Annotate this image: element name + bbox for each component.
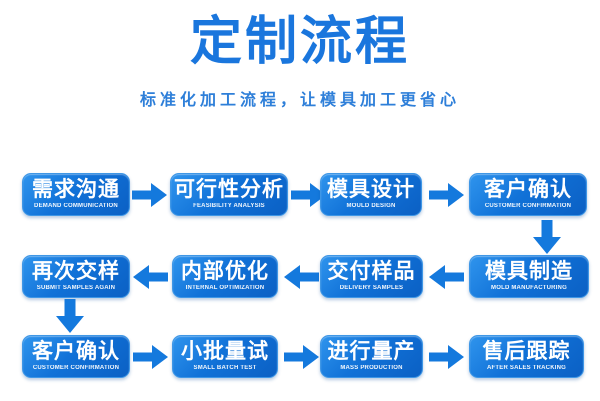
arrow-right-icon xyxy=(133,345,168,369)
step-after-sales-tracking: 售后跟踪 AFTER SALES TRACKING xyxy=(469,335,584,378)
step-label-zh: 再次交样 xyxy=(32,260,120,283)
arrow-right-icon xyxy=(429,345,464,369)
step-label-zh: 需求沟通 xyxy=(32,178,120,201)
arrow-left-icon xyxy=(284,265,319,289)
step-mould-design: 模具设计 MOULD DESIGN xyxy=(320,173,422,216)
step-small-batch-test: 小批量试 SMALL BATCH TEST xyxy=(172,335,278,378)
step-label-en: SUBMIT SAMPLES AGAIN xyxy=(36,285,116,291)
step-customer-confirmation-1: 客户确认 CUSTOMER CONFIRMATION xyxy=(469,173,587,216)
step-delivery-samples: 交付样品 DELIVERY SAMPLES xyxy=(320,255,423,298)
step-label-zh: 可行性分析 xyxy=(174,178,284,201)
step-mold-manufacturing: 模具制造 MOLD MANUFACTURING xyxy=(469,255,589,298)
step-label-zh: 进行量产 xyxy=(327,340,416,363)
step-label-en: FEASIBILITY ANALYSIS xyxy=(193,203,265,209)
step-label-zh: 模具制造 xyxy=(485,260,573,283)
page-title: 定制流程 xyxy=(189,13,410,71)
step-label-zh: 小批量试 xyxy=(181,340,269,363)
step-label-zh: 模具设计 xyxy=(327,178,415,201)
step-label-en: DEMAND COMMUNICATION xyxy=(34,203,118,209)
step-label-zh: 内部优化 xyxy=(181,260,269,283)
step-mass-production: 进行量产 MASS PRODUCTION xyxy=(320,335,423,378)
step-label-en: MOLD MANUFACTURING xyxy=(491,285,567,291)
step-demand-communication: 需求沟通 DEMAND COMMUNICATION xyxy=(22,173,130,216)
step-label-zh: 售后跟踪 xyxy=(482,340,571,363)
step-label-en: SMALL BATCH TEST xyxy=(193,365,257,371)
step-label-en: CUSTOMER CONFIRMATION xyxy=(32,365,120,371)
arrow-down-icon xyxy=(533,220,561,254)
step-label-en: MASS PRODUCTION xyxy=(340,365,403,371)
arrow-right-icon xyxy=(284,345,319,369)
step-internal-optimization: 内部优化 INTERNAL OPTIMIZATION xyxy=(172,255,278,298)
step-label-zh: 交付样品 xyxy=(327,260,416,283)
step-label-en: AFTER SALES TRACKING xyxy=(487,365,566,371)
step-label-en: DELIVERY SAMPLES xyxy=(339,285,404,291)
step-label-zh: 客户确认 xyxy=(484,178,572,201)
step-label-en: CUSTOMER CONFIRMATION xyxy=(484,203,572,209)
arrow-right-icon xyxy=(132,183,167,207)
step-submit-samples-again: 再次交样 SUBMIT SAMPLES AGAIN xyxy=(22,255,130,298)
step-customer-confirmation-2: 客户确认 CUSTOMER CONFIRMATION xyxy=(22,335,130,378)
step-feasibility-analysis: 可行性分析 FEASIBILITY ANALYSIS xyxy=(170,173,288,216)
arrow-down-icon xyxy=(56,299,84,333)
step-label-en: INTERNAL OPTIMIZATION xyxy=(185,285,265,291)
arrow-left-icon xyxy=(429,265,464,289)
arrow-right-icon xyxy=(291,183,326,207)
arrow-left-icon xyxy=(133,265,168,289)
step-label-en: MOULD DESIGN xyxy=(346,203,396,209)
arrow-right-icon xyxy=(429,183,464,207)
page-subtitle: 标准化加工流程，让模具加工更省心 xyxy=(139,92,460,109)
step-label-zh: 客户确认 xyxy=(32,340,120,363)
